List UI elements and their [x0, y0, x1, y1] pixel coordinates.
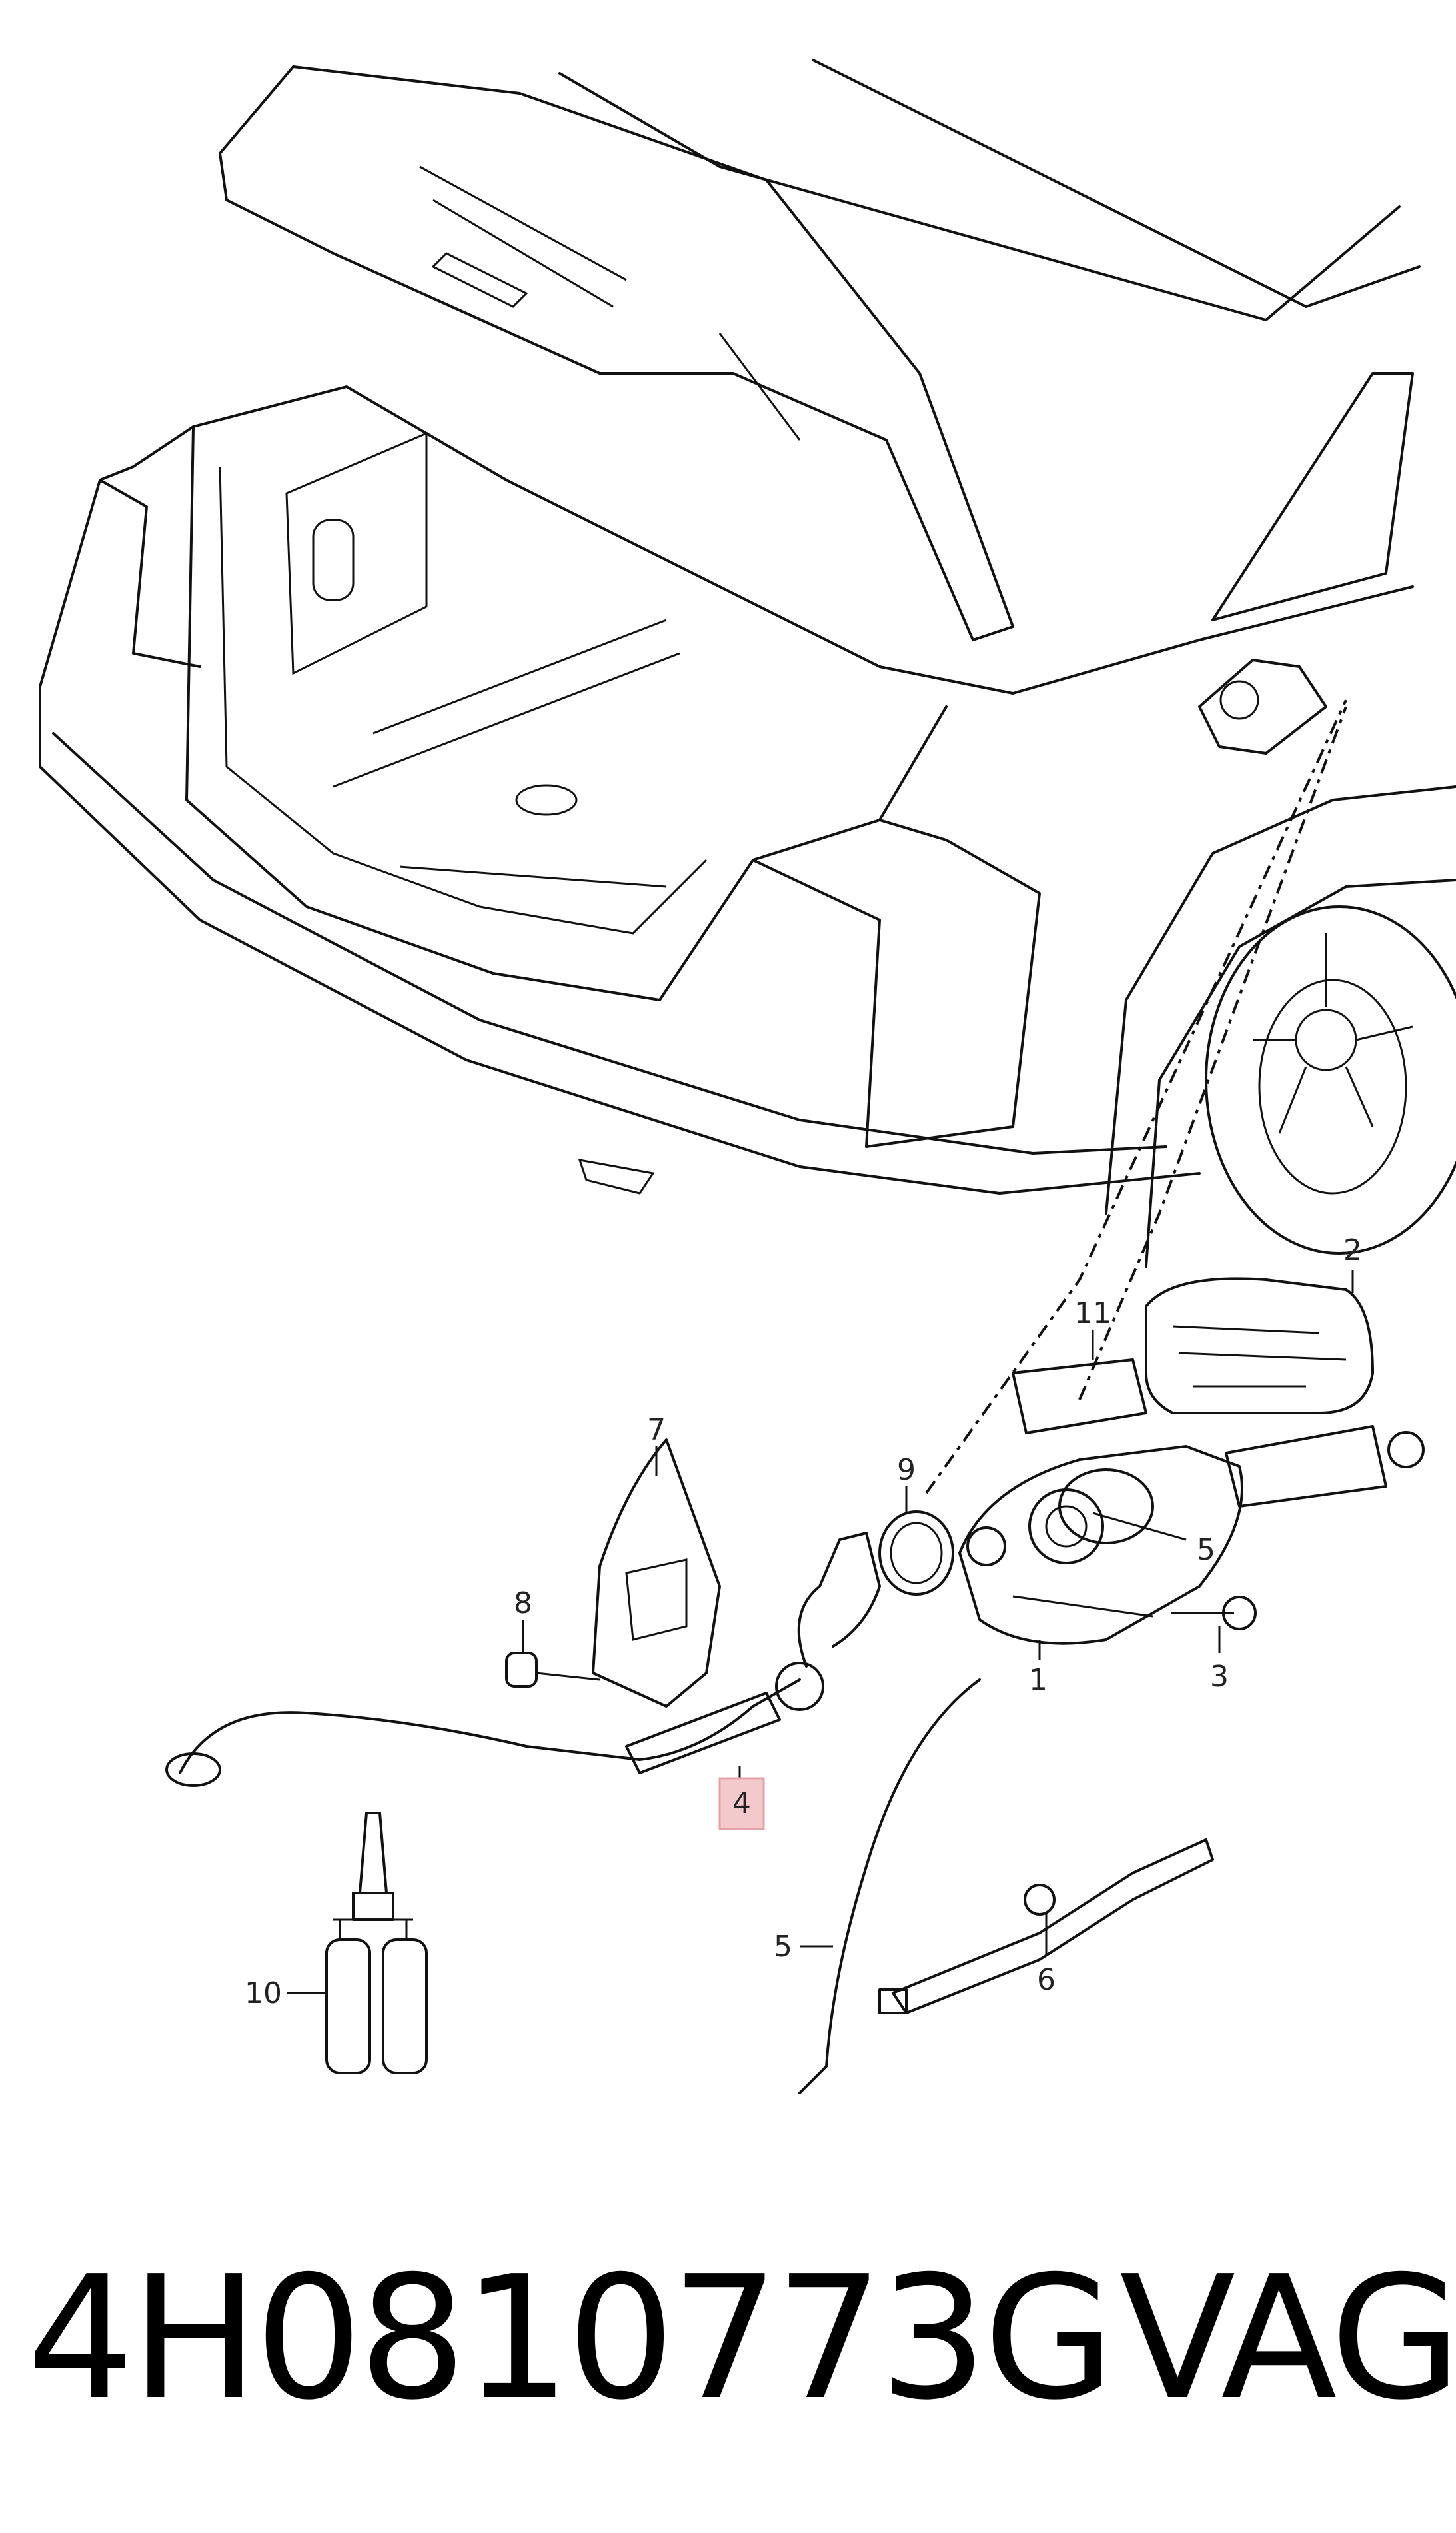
callout-11: 11 — [1074, 1296, 1111, 1330]
callout-9: 9 — [897, 1453, 916, 1487]
part-5-drain-hose — [798, 1678, 981, 2094]
part-8-bush — [505, 1620, 600, 1688]
callout-4-highlight — [718, 1777, 765, 1830]
callout-4: 4 — [732, 1786, 751, 1820]
part-9-seal-ring — [878, 1486, 954, 1596]
callout-8: 8 — [514, 1586, 532, 1620]
callout-3: 3 — [1210, 1660, 1229, 1694]
dashed-leader-right — [1078, 706, 1347, 1400]
part-number-text: 4H0810773G — [27, 2240, 1115, 2438]
callout-5-lower: 5 — [774, 1930, 792, 1964]
brand-text: VAG — [1119, 2240, 1456, 2438]
caption: 4H0810773G VAG — [0, 2240, 1456, 2438]
callout-1: 1 — [1029, 1663, 1048, 1697]
part-7-bracket — [592, 1438, 721, 1708]
callout-7: 7 — [647, 1413, 666, 1447]
callout-5-upper: 5 — [1197, 1533, 1215, 1567]
part-11-pad — [1012, 1330, 1147, 1434]
part-6-cable-tie — [878, 1838, 1214, 2014]
callout-2: 2 — [1343, 1233, 1362, 1267]
callout-6: 6 — [1037, 1963, 1056, 1997]
car-rear-illustration — [39, 59, 1456, 1268]
part-2-flap-cover — [1145, 1270, 1374, 1414]
part-1-filler-housing — [958, 1425, 1425, 1660]
part-10-adhesive-cartridge — [287, 1812, 428, 2074]
dashed-leader-left — [925, 699, 1347, 1494]
part-4-cable-actuator — [165, 1532, 881, 1787]
callout-10: 10 — [245, 1976, 282, 2010]
part-3-screw — [1012, 1595, 1257, 1653]
